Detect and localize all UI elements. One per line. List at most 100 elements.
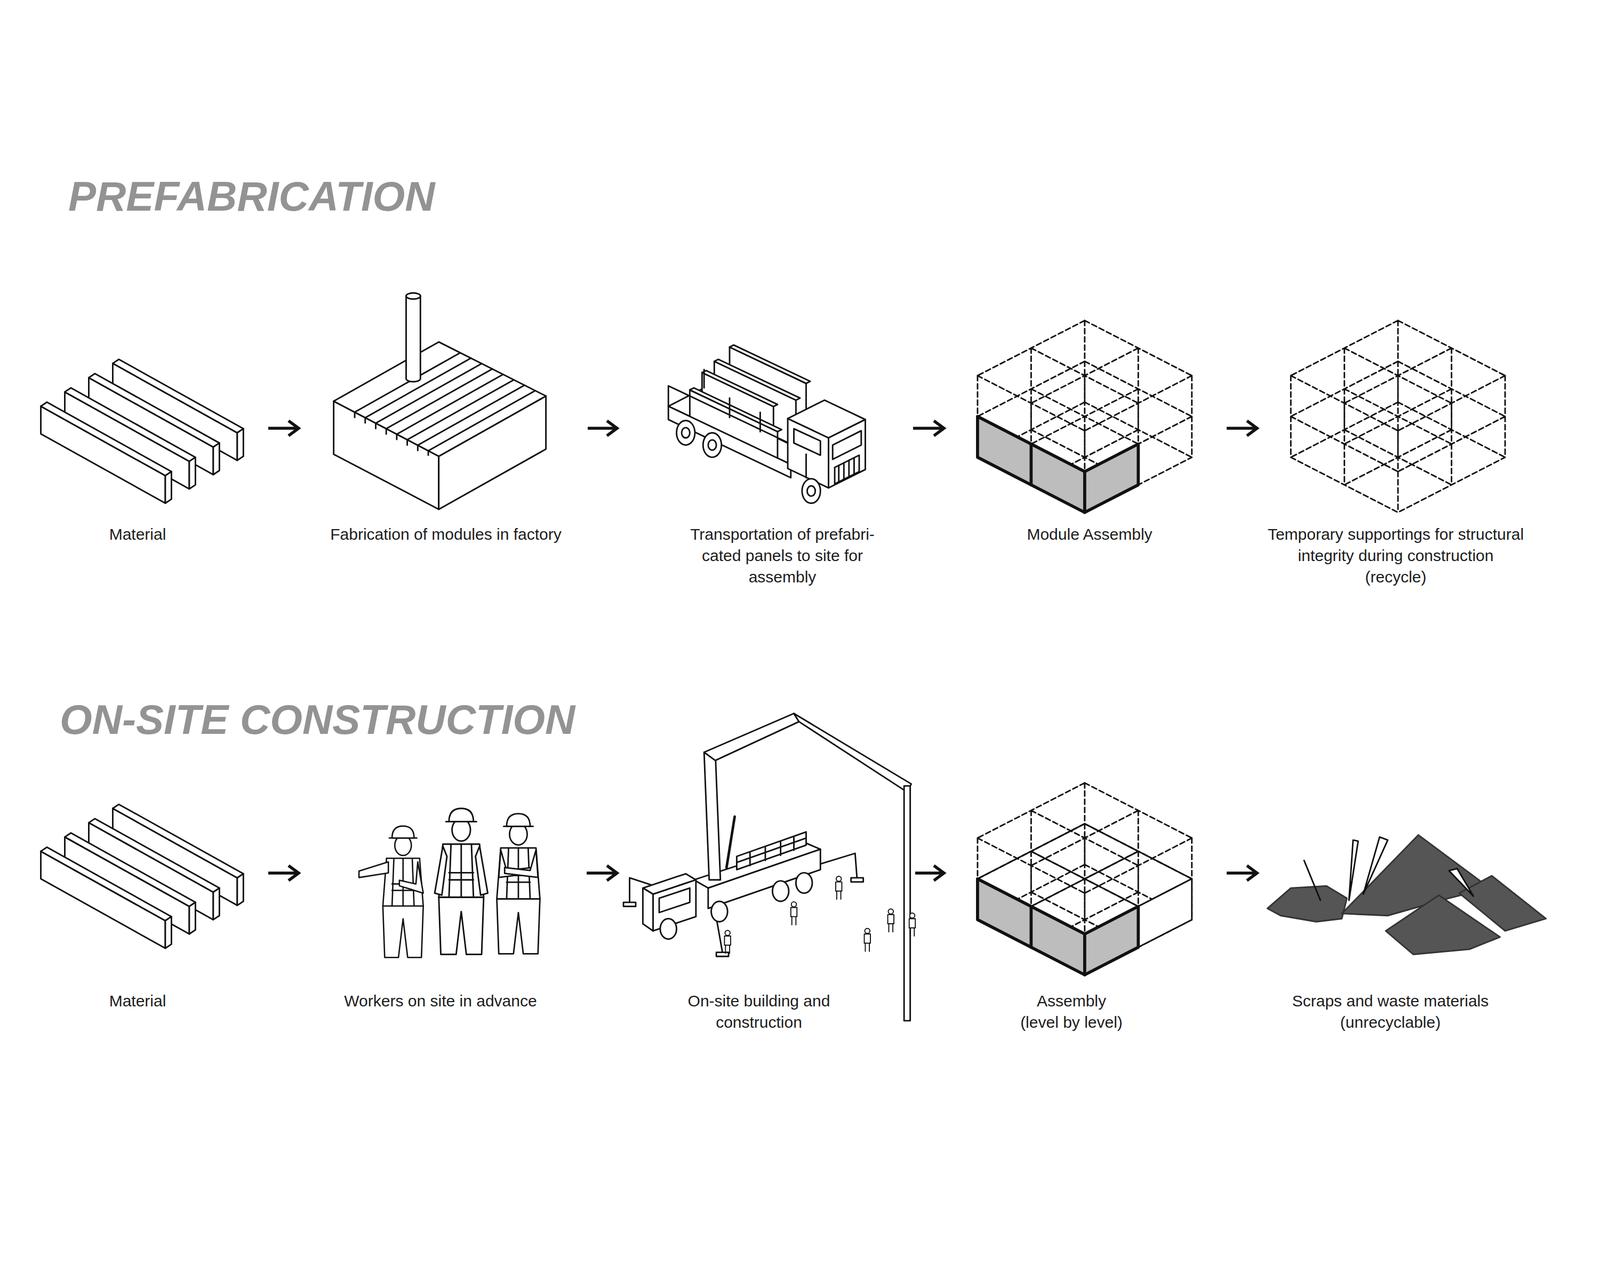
- truck: [802, 478, 821, 504]
- truck: [794, 428, 821, 456]
- section-heading: PREFABRICATION: [68, 175, 436, 218]
- factory: [333, 341, 547, 456]
- workers: [504, 850, 538, 878]
- flow-arrow: [268, 420, 299, 436]
- truck: [805, 454, 854, 483]
- process-step: On-site building and construction: [617, 757, 916, 1040]
- workers: [497, 813, 541, 955]
- workers: [434, 808, 488, 955]
- truck: [806, 485, 815, 496]
- crane-truck: [888, 908, 894, 932]
- crane-truck: [772, 881, 789, 902]
- waste-piles: [1304, 860, 1321, 901]
- step-caption: Assembly (level by level): [1018, 990, 1125, 1034]
- flow-arrow: [1226, 420, 1258, 436]
- flow-arrow: [586, 865, 618, 881]
- level-assembly: [977, 782, 1192, 975]
- crane-truck: [623, 713, 916, 1021]
- level-assembly: [977, 878, 1139, 975]
- workers: [475, 846, 488, 896]
- material-boards: [41, 402, 172, 503]
- truck: [676, 420, 695, 446]
- process-step: Workers on site in advance: [298, 757, 587, 1019]
- module-assembly: [977, 416, 1139, 513]
- process-step: Temporary supportings for structural int…: [1257, 282, 1579, 595]
- waste-piles: [1341, 835, 1490, 916]
- factory: [405, 292, 421, 299]
- module-assembly: [1030, 444, 1085, 513]
- process-step: Assembly (level by level): [944, 757, 1227, 1040]
- step-caption: Material: [57, 990, 218, 1012]
- crane-truck: [795, 872, 813, 893]
- crane-truck: [726, 816, 735, 868]
- workers: [434, 846, 447, 896]
- material-boards: [41, 359, 244, 504]
- step-caption: Fabrication of modules in factory: [307, 523, 585, 546]
- step-caption: Temporary supportings for structural int…: [1266, 523, 1526, 588]
- crane-truck: [864, 928, 871, 952]
- crane-truck: [659, 888, 690, 913]
- waste-piles: [1348, 840, 1358, 901]
- workers: [358, 808, 540, 958]
- crane-truck: [711, 901, 728, 922]
- truck: [681, 427, 690, 438]
- truck: [832, 430, 862, 460]
- truck: [668, 369, 791, 465]
- crane-truck: [736, 832, 806, 870]
- workers: [358, 861, 389, 878]
- process-step: Fabrication of modules in factory: [298, 282, 588, 552]
- crane-truck: [736, 836, 806, 866]
- crane-truck: [724, 930, 731, 954]
- level-assembly: [1138, 878, 1192, 948]
- level-assembly: [1030, 906, 1085, 975]
- crane-truck: [909, 913, 916, 936]
- workers: [382, 826, 424, 958]
- crane-truck: [704, 752, 721, 880]
- crane-truck: [904, 786, 910, 1021]
- crane-truck: [660, 918, 677, 939]
- workers: [358, 826, 424, 958]
- factory: [354, 352, 535, 455]
- module-assembly: [977, 320, 1192, 513]
- flow-arrow: [913, 420, 944, 436]
- truck: [702, 432, 722, 458]
- process-step: Material: [21, 757, 269, 1019]
- waste-piles: [1363, 836, 1388, 894]
- flow-arrow: [587, 420, 618, 436]
- crane-truck: [794, 713, 912, 792]
- flow-arrow: [268, 865, 299, 881]
- step-caption: Material: [57, 523, 218, 546]
- step-caption: Scraps and waste materials (unrecyclable…: [1278, 990, 1503, 1034]
- waste-piles: [1267, 835, 1546, 955]
- crane-truck: [642, 888, 653, 931]
- waste-piles: [1267, 885, 1347, 922]
- crane-truck: [704, 713, 799, 761]
- step-caption: Workers on site in advance: [317, 990, 564, 1012]
- step-caption: On-site building and construction: [670, 990, 847, 1034]
- flow-arrow: [1226, 865, 1258, 881]
- material-boards: [41, 847, 172, 949]
- flow-arrow: [915, 865, 944, 881]
- crane-truck: [716, 952, 729, 957]
- process-step: Transportation of prefabri- cated panels…: [617, 282, 914, 595]
- temporary-supports: [1290, 320, 1506, 513]
- truck: [668, 345, 866, 504]
- process-step: Material: [21, 282, 269, 552]
- waste-piles: [1385, 894, 1500, 955]
- temporary-supports: [1290, 320, 1506, 513]
- crane-truck: [835, 876, 842, 900]
- crane-truck: [851, 877, 864, 883]
- workers: [497, 813, 541, 955]
- module-assembly: [977, 320, 1192, 513]
- crane-truck: [623, 902, 636, 907]
- step-caption: Transportation of prefabri- cated panels…: [675, 523, 890, 588]
- crane-truck: [790, 901, 797, 925]
- factory: [333, 292, 547, 510]
- level-assembly: [977, 782, 1192, 975]
- truck: [708, 440, 717, 451]
- workers: [438, 808, 484, 955]
- waste-piles: [1449, 868, 1474, 897]
- truck: [828, 419, 866, 488]
